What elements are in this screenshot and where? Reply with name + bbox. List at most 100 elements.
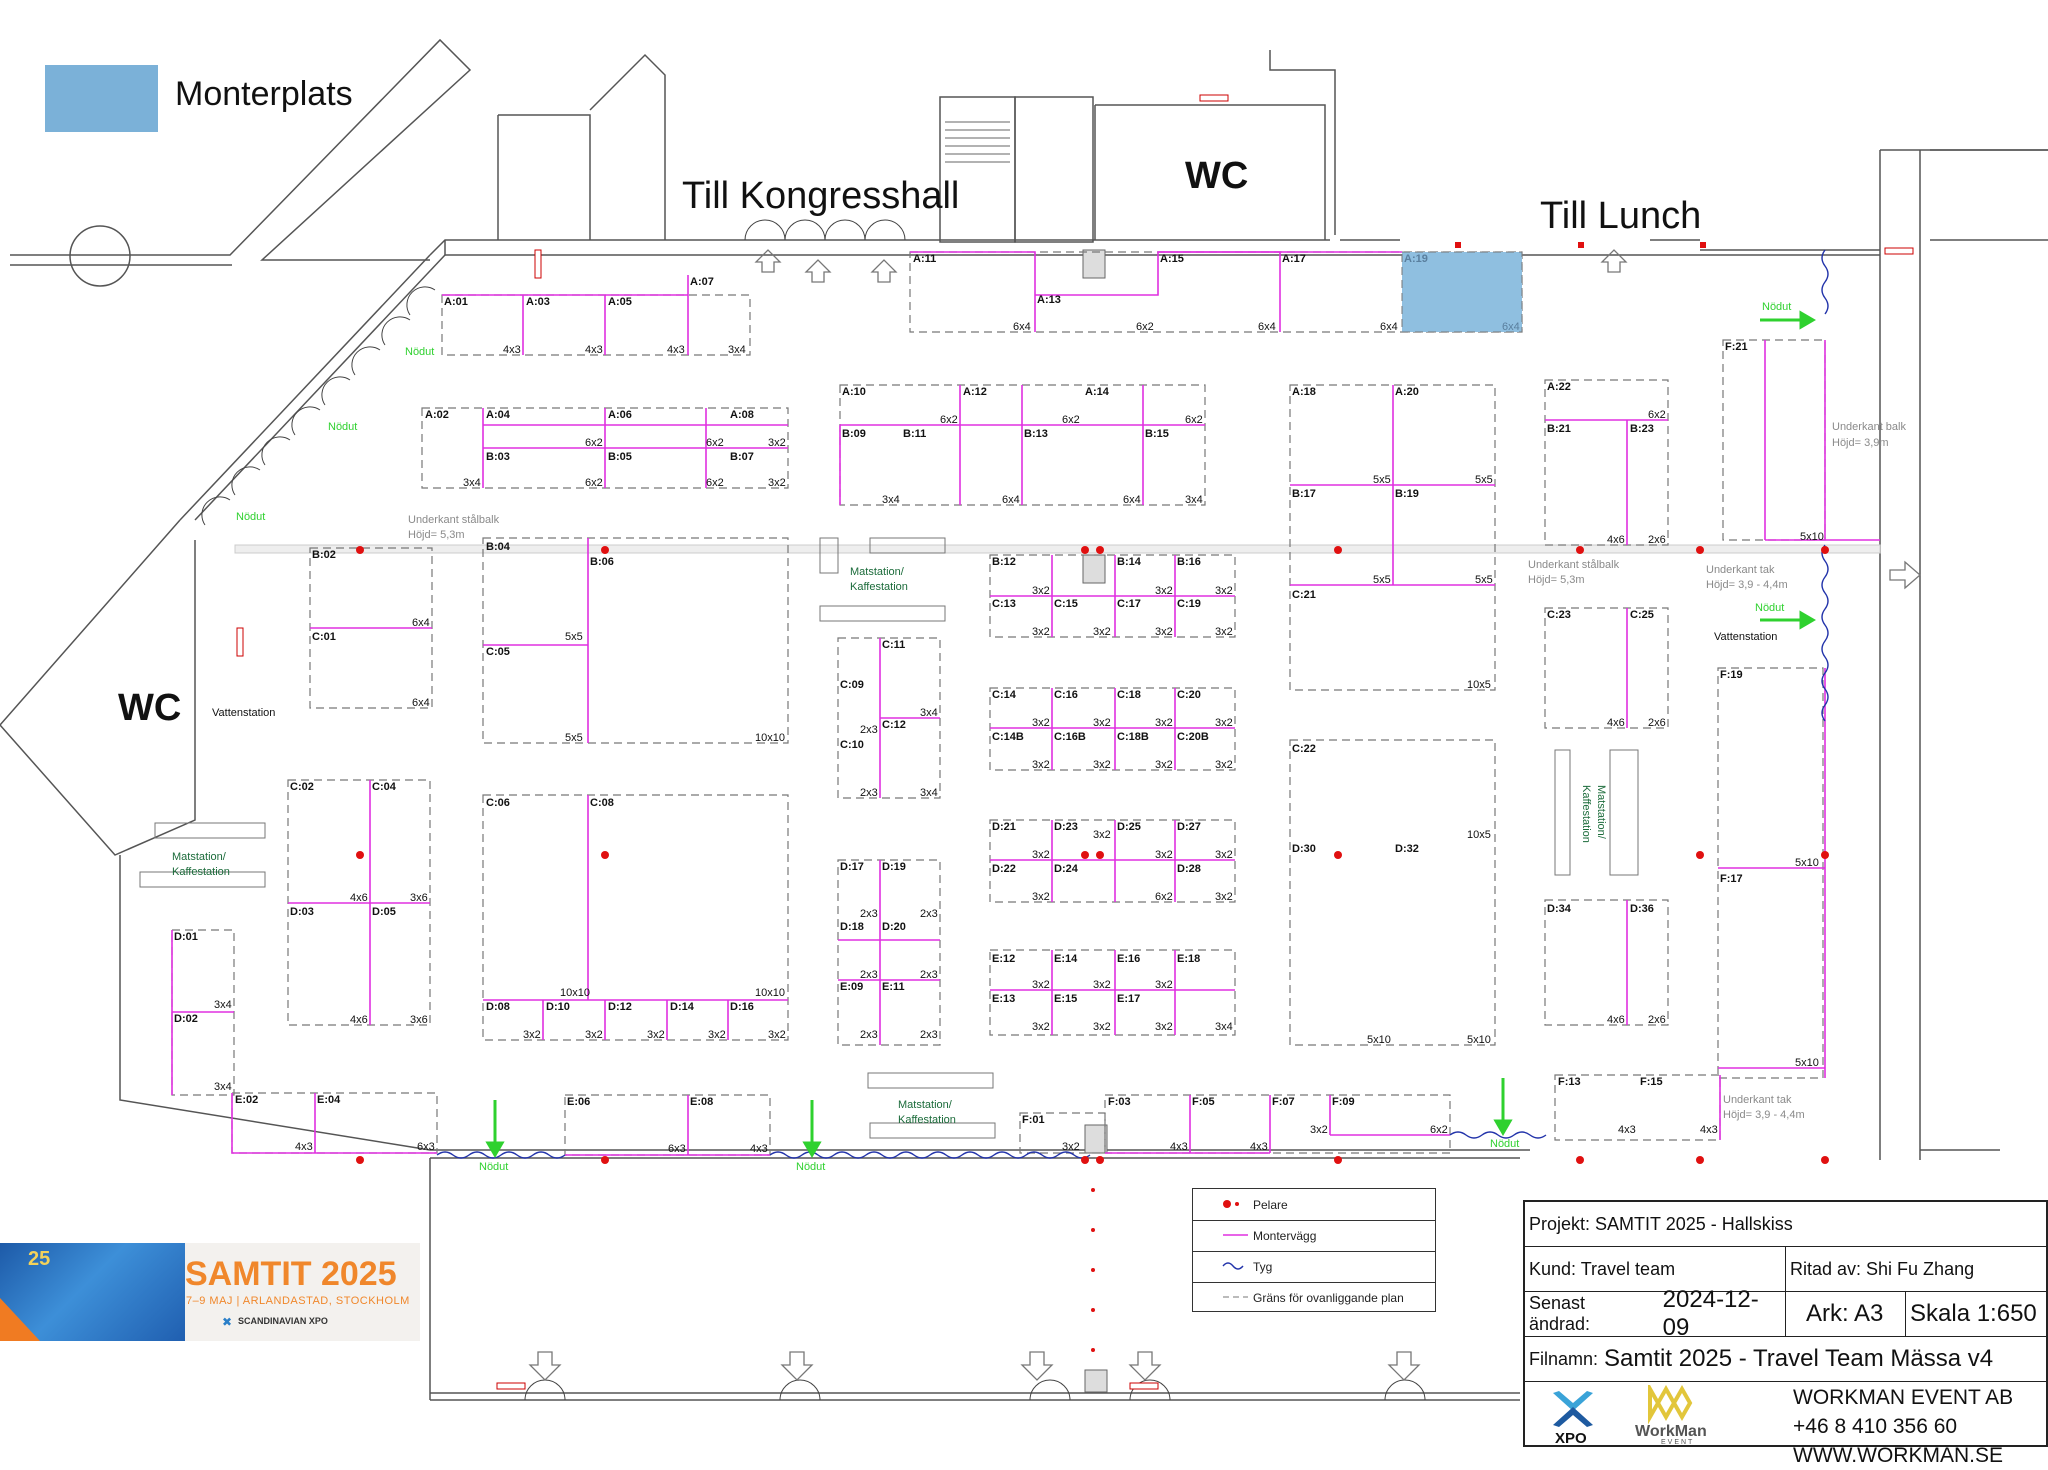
booth-label: D:01 <box>174 931 198 943</box>
legend-booth-swatch <box>45 65 158 132</box>
booth-label: E:11 <box>882 981 905 993</box>
exit-label: Nödut <box>328 421 357 433</box>
booth-size: 3x2 <box>1032 717 1050 729</box>
booth-label: D:23 <box>1054 821 1078 833</box>
booth-label: D:10 <box>546 1001 570 1013</box>
booth-size: 5x5 <box>1373 574 1391 586</box>
booth-label: D:28 <box>1177 863 1201 875</box>
booth-size: 5x10 <box>1467 1034 1491 1046</box>
booth-size: 4x6 <box>350 1014 368 1026</box>
booth-label: E:18 <box>1177 953 1200 965</box>
wall-line-icon <box>1193 1220 1253 1251</box>
booth-label: C:13 <box>992 598 1016 610</box>
booth-label: C:04 <box>372 781 397 793</box>
entrance-arrows <box>528 249 1921 1381</box>
label-wc-left: WC <box>118 687 181 729</box>
booth-size: 3x2 <box>647 1029 665 1041</box>
booth-label: B:16 <box>1177 556 1201 568</box>
booth-label: C:06 <box>486 797 510 809</box>
building-walls <box>0 38 2048 1401</box>
booth-size: 3x2 <box>1215 891 1233 903</box>
booth-label: B:19 <box>1395 488 1419 500</box>
legend-row-boundary: Gräns för ovanliggande plan <box>1193 1282 1435 1313</box>
booth-size: 3x2 <box>1215 717 1233 729</box>
booth-size: 10x5 <box>1467 679 1491 691</box>
booth-size: 4x3 <box>1700 1124 1718 1136</box>
booth-a19-fill[interactable] <box>1401 251 1523 333</box>
booth-size: 6x4 <box>1013 321 1031 333</box>
company-info: WORKMAN EVENT AB +46 8 410 356 60 WWW.WO… <box>1793 1383 2013 1470</box>
booth-label: F:13 <box>1558 1076 1581 1088</box>
map-legend: Pelare Montervägg Tyg Gräns för ovanligg… <box>1192 1188 1436 1312</box>
booth-label: C:08 <box>590 797 614 809</box>
booth-walls <box>171 251 1880 1156</box>
booth-size: 10x10 <box>755 987 785 999</box>
booth-size: 2x6 <box>1648 534 1666 546</box>
booth-label: C:16B <box>1054 731 1086 743</box>
tb-date: Senast ändrad: 2024-12-09 <box>1525 1286 1785 1341</box>
booth-label: F:21 <box>1725 341 1748 353</box>
exit-signs <box>236 94 1914 1390</box>
note-ceiling: Underkant tak <box>1706 564 1775 576</box>
booth-label: A:04 <box>486 409 511 421</box>
booth-size: 3x4 <box>920 707 938 719</box>
legend-booth-label: Monterplats <box>175 75 353 113</box>
booth-size: 4x6 <box>1607 534 1625 546</box>
booth-label: E:06 <box>567 1096 590 1108</box>
booth-label: B:13 <box>1024 428 1048 440</box>
food-station-label: Kaffestation <box>1580 785 1592 843</box>
booth-size: 6x4 <box>1502 321 1520 333</box>
booth-label: A:17 <box>1282 253 1306 265</box>
booth-label: D:14 <box>670 1001 695 1013</box>
booth-label: A:22 <box>1547 381 1571 393</box>
fabric-wave-icon <box>1193 1251 1253 1282</box>
booth-size: 6x3 <box>668 1143 686 1155</box>
booth-label: A:07 <box>690 276 714 288</box>
booth-label: C:23 <box>1547 609 1571 621</box>
legend-wall-label: Montervägg <box>1253 1228 1317 1243</box>
booth-label: C:25 <box>1630 609 1654 621</box>
booth-size: 10x10 <box>755 732 785 744</box>
label-kongresshall: Till Kongresshall <box>682 175 959 217</box>
booth-label: A:06 <box>608 409 632 421</box>
booth-label: D:24 <box>1054 863 1079 875</box>
booth-size: 2x3 <box>860 787 878 799</box>
booth-size: 4x6 <box>1607 1014 1625 1026</box>
booth-size: 4x3 <box>1170 1141 1188 1153</box>
booth-label: D:25 <box>1117 821 1141 833</box>
booth-size: 4x3 <box>750 1143 768 1155</box>
company-web[interactable]: WWW.WORKMAN.SE <box>1793 1444 2003 1467</box>
booth-label: C:21 <box>1292 589 1316 601</box>
booth-size: 10x5 <box>1467 829 1491 841</box>
booth-label: D:34 <box>1547 903 1572 915</box>
fabric-walls <box>436 249 1829 1159</box>
door-arcs <box>201 219 1426 1401</box>
booth-label: A:20 <box>1395 386 1419 398</box>
booth-size: 3x2 <box>1032 585 1050 597</box>
tb-date-value: 2024-12-09 <box>1662 1286 1759 1341</box>
booth-size: 4x3 <box>503 344 521 356</box>
booth-label: D:27 <box>1177 821 1201 833</box>
scandinavian-xpo-logo: XPO <box>1525 1385 1613 1447</box>
booth-label: D:03 <box>290 906 314 918</box>
booth-size: 3x2 <box>1155 717 1173 729</box>
booth-size: 6x2 <box>1185 414 1203 426</box>
booth-label: E:02 <box>235 1094 258 1106</box>
booth-size: 4x3 <box>295 1141 313 1153</box>
booth-size: 3x6 <box>410 1014 428 1026</box>
banner-accent <box>0 1298 40 1341</box>
booth-size: 2x3 <box>860 1029 878 1041</box>
legend-fabric-label: Tyg <box>1253 1259 1273 1274</box>
legend-pillar-label: Pelare <box>1253 1197 1288 1212</box>
note-beam-height: Höjd= 3,9m <box>1832 437 1889 449</box>
booth-size: 4x3 <box>1618 1124 1636 1136</box>
booth-label: F:09 <box>1332 1096 1355 1108</box>
tb-date-label: Senast ändrad: <box>1529 1293 1591 1334</box>
legend-boundary-label: Gräns för ovanliggande plan <box>1253 1290 1404 1305</box>
booth-label: E:08 <box>690 1096 713 1108</box>
booth-size: 6x4 <box>412 697 430 709</box>
legend-row-wall: Montervägg <box>1193 1220 1435 1252</box>
booth-label: C:11 <box>882 639 905 651</box>
note-beam: Underkant stålbalk <box>1528 559 1620 571</box>
booth-size: 3x2 <box>1093 979 1111 991</box>
